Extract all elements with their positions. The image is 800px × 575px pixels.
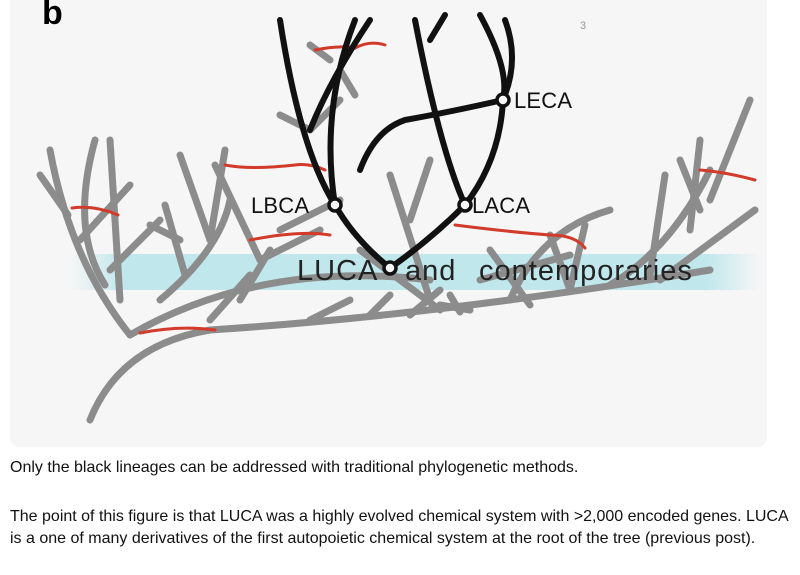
lbca-label: LBCA [251, 193, 310, 218]
node-circles [327, 92, 511, 276]
caption-paragraph-2: The point of this figure is that LUCA wa… [10, 508, 788, 547]
figure-card: b 3 LECA LBCA LACA LUCA and contemporari… [10, 0, 767, 447]
band-contemporaries-label: contemporaries [479, 255, 693, 287]
leca-label: LECA [514, 88, 573, 113]
phylogeny-diagram [36, 12, 760, 424]
laca-node [457, 197, 473, 213]
band-and-label: and [405, 255, 457, 287]
laca-label: LACA [472, 193, 531, 218]
band-luca-label: LUCA [297, 255, 379, 287]
leca-node [495, 92, 511, 108]
gray-lineages [36, 41, 759, 424]
caption-line-1: Only the black lineages can be addressed… [10, 459, 579, 476]
luca-node [382, 260, 398, 276]
lbca-node [327, 197, 343, 213]
red-transfers [70, 41, 757, 335]
panel-letter: b [42, 0, 63, 32]
page-number: 3 [580, 20, 587, 32]
